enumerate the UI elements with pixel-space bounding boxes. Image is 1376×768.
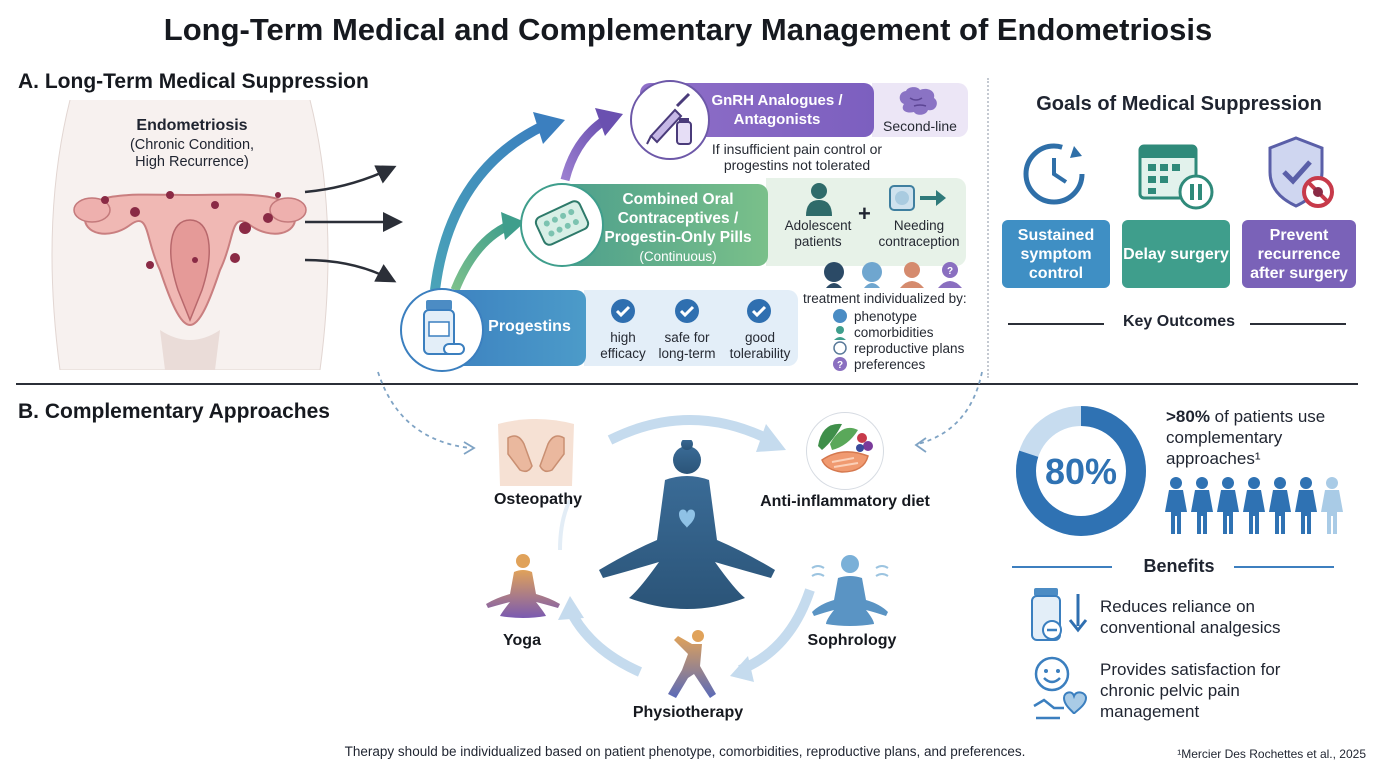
svg-text:?: ? <box>947 266 953 277</box>
pill-bottle-icon <box>423 300 465 355</box>
person-figure <box>1191 477 1213 534</box>
benefits-line-right <box>1234 566 1334 568</box>
diet-icon <box>818 423 873 473</box>
goal-sustained-symptom-control: Sustained symptom control <box>1002 220 1110 288</box>
footer-note: Therapy should be individualized based o… <box>344 744 1026 759</box>
goal-prevent-recurrence: Prevent recurrence after surgery <box>1242 220 1356 288</box>
cycle-arrows <box>558 415 815 682</box>
people-icons <box>1165 477 1343 534</box>
indiv-reproductive-plans: reproductive plans <box>854 341 965 356</box>
benefit-safe: safe for long-term <box>658 330 716 361</box>
person-figure <box>1243 477 1265 534</box>
reduce-analgesics-icon <box>1031 588 1088 641</box>
stat-rest: of patients use complementary approaches… <box>1166 407 1326 468</box>
person-figure <box>1217 477 1239 534</box>
sophrology-icon <box>811 555 889 626</box>
approach-anti-inflammatory-diet: Anti-inflammatory diet <box>760 493 930 510</box>
indiv-comorbidities: comorbidities <box>854 325 934 340</box>
yoga-icon <box>486 554 560 618</box>
key-outcomes-line-left <box>1008 323 1104 325</box>
syringe-icon <box>646 92 692 145</box>
patient-heads-icons: ? <box>824 262 962 288</box>
contraception-label: Needing contraception <box>878 218 960 249</box>
brain-icon <box>899 87 937 115</box>
stat-text: >80% of patients use complementary appro… <box>1166 406 1356 469</box>
shield-no-icon <box>1268 136 1334 208</box>
person-figure <box>1165 477 1187 534</box>
key-outcomes-label: Key Outcomes <box>1122 313 1236 330</box>
diet-icon-wrap <box>806 412 884 490</box>
approach-sophrology: Sophrology <box>807 632 897 649</box>
key-outcomes-line-right <box>1250 323 1346 325</box>
person-figure <box>1295 477 1317 534</box>
endometriosis-subtitle: (Chronic Condition, High Recurrence) <box>129 137 255 170</box>
stat-bold: >80% <box>1166 407 1210 426</box>
approach-osteopathy: Osteopathy <box>493 491 582 508</box>
citation: ¹Mercier Des Rochettes et al., 2025 <box>1177 747 1366 761</box>
indiv-preferences: preferences <box>854 357 926 372</box>
plus-sign: + <box>858 201 871 226</box>
dotted-connectors <box>377 371 983 455</box>
individualized-icons: ? <box>833 309 847 371</box>
osteopathy-icon <box>498 419 574 486</box>
vertical-dotted-separator <box>987 78 989 378</box>
indiv-phenotype: phenotype <box>854 309 918 324</box>
anatomy-arrows <box>304 165 403 283</box>
check-icon-2 <box>675 299 699 323</box>
coc-label: Combined Oral Contraceptives / Progestin… <box>604 191 752 246</box>
gnrh-note: If insufficient pain control or progesti… <box>711 141 883 173</box>
uterus-illustration <box>51 100 329 370</box>
second-line-tag: Second-line <box>883 118 957 134</box>
section-a-heading: A. Long-Term Medical Suppression <box>18 70 369 93</box>
contraception-icon <box>889 185 946 211</box>
physiotherapy-icon <box>668 630 716 698</box>
approach-yoga: Yoga <box>503 632 541 649</box>
check-icon-3 <box>747 299 771 323</box>
percent-label: 80% <box>1045 451 1117 492</box>
goal-delay-surgery: Delay surgery <box>1122 220 1230 288</box>
approach-physiotherapy: Physiotherapy <box>632 704 744 721</box>
person-figure <box>1269 477 1291 534</box>
individualized-title: treatment individualized by: <box>803 291 967 306</box>
person-figure <box>1321 477 1343 534</box>
coc-side-panel <box>766 178 966 266</box>
coc-sub: (Continuous) <box>639 249 717 264</box>
endometriosis-title: Endometriosis <box>136 117 248 134</box>
goals-title: Goals of Medical Suppression <box>1036 93 1322 115</box>
pill-pack-icon <box>534 200 590 246</box>
benefits-line-left <box>1012 566 1112 568</box>
check-icon-1 <box>611 299 635 323</box>
section-divider <box>16 383 1358 385</box>
benefit-satisfaction: Provides satisfaction for chronic pelvic… <box>1100 660 1281 721</box>
meditation-figure <box>599 440 775 609</box>
section-b-heading: B. Complementary Approaches <box>18 400 330 423</box>
adolescent-label: Adolescent patients <box>784 218 852 249</box>
svg-text:?: ? <box>837 360 843 371</box>
clock-icon <box>1023 143 1085 205</box>
benefit-efficacy: high efficacy <box>600 330 646 361</box>
escalation-arrows <box>430 108 623 292</box>
satisfaction-icon <box>1033 656 1088 720</box>
page-title: Long-Term Medical and Complementary Mana… <box>163 12 1213 47</box>
percent-donut: 80% <box>1016 406 1146 536</box>
benefit-tolerability: good tolerability <box>729 330 791 361</box>
adolescent-icon <box>806 183 832 216</box>
benefits-title: Benefits <box>1143 556 1215 576</box>
calendar-pause-icon <box>1138 144 1214 210</box>
benefit-reduce-analgesics: Reduces reliance on conventional analges… <box>1100 597 1281 637</box>
